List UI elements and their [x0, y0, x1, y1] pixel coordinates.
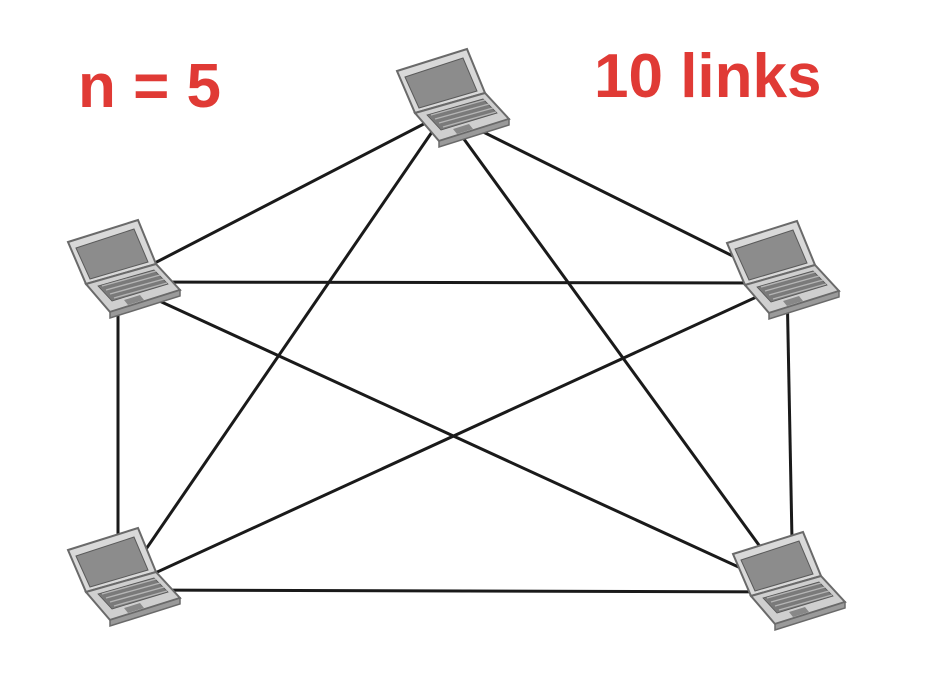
laptop-icon [67, 527, 181, 627]
links-layer [116, 111, 795, 594]
node-count-label: n = 5 [78, 52, 222, 121]
link-top-bottom-left [116, 112, 447, 591]
link-top-left [117, 111, 446, 284]
laptop-icon [396, 48, 510, 148]
link-count-label: 10 links [594, 42, 822, 111]
link-top-right [444, 111, 788, 285]
nodes-layer [67, 48, 846, 631]
link-bottom-left-bottom-right [117, 588, 794, 594]
link-top-bottom-right [443, 112, 795, 593]
link-right-bottom-left [117, 281, 788, 592]
laptop-icon [732, 531, 846, 631]
link-left-bottom-right [117, 280, 794, 594]
link-left-right [117, 280, 788, 285]
